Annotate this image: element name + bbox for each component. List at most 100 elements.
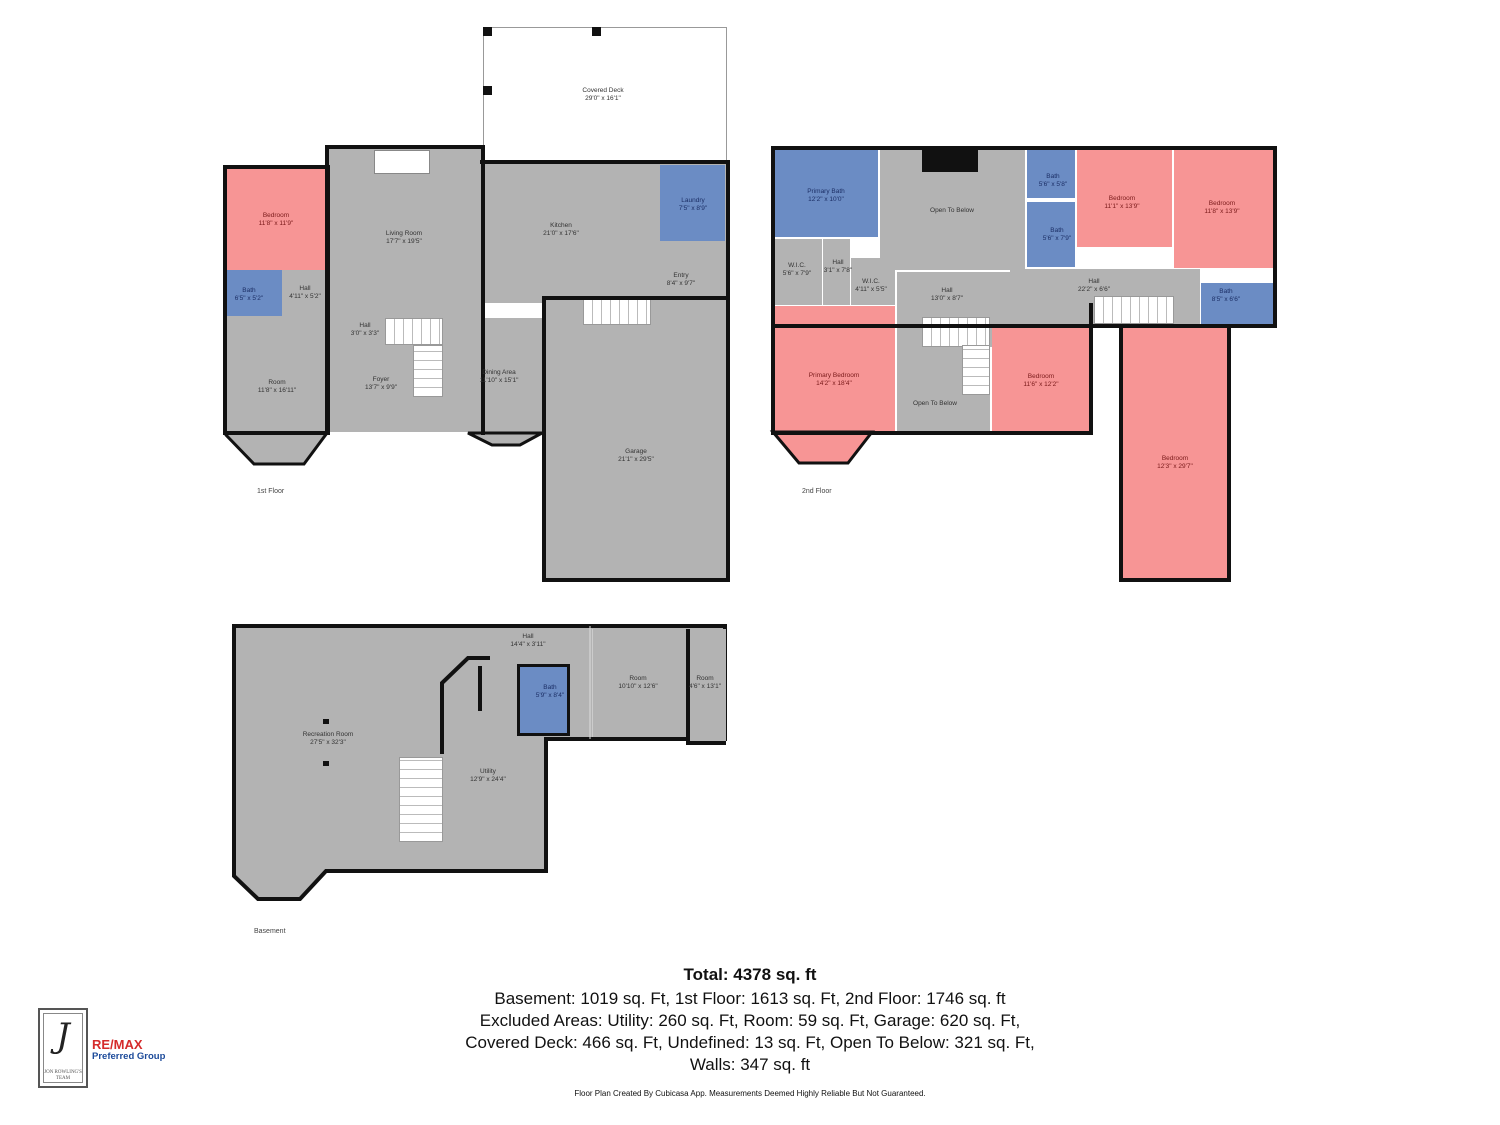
name: Bath — [1219, 288, 1233, 295]
dims: 17'7" x 19'5" — [386, 238, 422, 245]
dims: 13'0" x 8'7" — [930, 295, 964, 302]
name: Hall — [522, 633, 534, 640]
dims: 11'8" x 16'11" — [257, 387, 297, 394]
summary-line: Covered Deck: 466 sq. Ft, Undefined: 13 … — [465, 1033, 1035, 1052]
dims: 14'4" x 3'11" — [510, 641, 546, 648]
dims: 14'2" x 18'4" — [816, 380, 852, 387]
room-room — [686, 629, 726, 745]
room-bath — [1027, 202, 1075, 267]
room-label: W.I.C.4'11" x 5'5" — [855, 278, 887, 294]
dims: 27'5" x 32'3" — [310, 739, 346, 746]
room-other — [226, 316, 327, 434]
fireplace — [374, 150, 430, 174]
dims: 5'6" x 7'9" — [1042, 235, 1072, 242]
dims: 4'11" x 5'2" — [289, 293, 321, 300]
dims: 11'1" x 13'9" — [1104, 203, 1140, 210]
name: Bedroom — [1208, 200, 1236, 207]
dims: 13'7" x 9'9" — [364, 384, 398, 391]
dims: 21'0" x 17'6" — [543, 230, 579, 237]
name: Hall — [1088, 278, 1100, 285]
dims: 21'1" x 29'5" — [618, 456, 654, 463]
name: Dining Area — [482, 369, 516, 376]
name: Room — [629, 675, 647, 682]
name: Primary Bedroom — [808, 372, 860, 379]
room-bedroom — [1077, 150, 1172, 247]
name: Garage — [625, 448, 647, 455]
name: Foyer — [372, 376, 390, 383]
name: W.I.C. — [788, 262, 806, 269]
area-summary: Basement: 1019 sq. Ft, 1st Floor: 1613 s… — [0, 988, 1500, 1076]
room-dining — [445, 318, 543, 432]
name: Hall — [299, 285, 311, 292]
floor-name: 2nd Floor — [802, 488, 832, 495]
disclaimer: Floor Plan Created By Cubicasa App. Meas… — [574, 1089, 926, 1098]
stairs — [922, 317, 990, 347]
dims: 12'9" x 24'4" — [470, 776, 506, 783]
name: Bath — [1046, 173, 1060, 180]
team-name: JON ROWLING'S TEAM — [44, 1070, 82, 1081]
deck-post — [483, 27, 492, 36]
summary-line: Basement: 1019 sq. Ft, 1st Floor: 1613 s… — [494, 989, 1006, 1008]
room-laundry — [660, 165, 725, 241]
name: Bedroom — [1108, 195, 1136, 202]
room-hall — [282, 270, 327, 316]
dims: 11'6" x 12'2" — [1023, 381, 1059, 388]
stairs — [583, 297, 651, 325]
room-wic — [851, 258, 895, 305]
name: Primary Bath — [807, 188, 845, 195]
room-room — [592, 629, 684, 737]
room-primary-bedroom — [773, 306, 895, 432]
room-bedroom — [1122, 327, 1228, 580]
name: Laundry — [681, 197, 705, 204]
room-bedroom — [1174, 150, 1273, 268]
name: Open To Below — [913, 400, 957, 407]
dims: 11'8" x 11'9" — [258, 220, 294, 227]
stairs — [399, 757, 443, 842]
room-label: Open To Below — [913, 400, 957, 408]
room-primary-bath — [775, 150, 878, 237]
name: Bath — [1050, 227, 1064, 234]
dims: 5'6" x 5'8" — [1038, 181, 1068, 188]
dims: 4'6" x 13'1" — [688, 683, 722, 690]
floor-name: Basement — [254, 928, 286, 935]
covered-deck — [483, 27, 727, 163]
chimney — [922, 148, 978, 172]
deck-post — [592, 27, 601, 36]
name: Bedroom — [262, 212, 290, 219]
room-bedroom — [992, 327, 1090, 432]
dims: 12'2" x 10'0" — [808, 196, 844, 203]
brand-logo: RE/MAX — [92, 1037, 143, 1052]
dims: 5'6" x 7'9" — [782, 270, 812, 277]
name: Covered Deck — [582, 87, 624, 94]
room-bedroom — [226, 168, 327, 270]
stairs — [385, 318, 443, 345]
room-living — [327, 147, 482, 318]
room-garage — [545, 300, 727, 580]
deck-post — [483, 86, 492, 95]
room-wic — [775, 239, 822, 305]
dims: 8'5" x 6'6" — [1211, 296, 1241, 303]
name: Hall — [941, 287, 953, 294]
